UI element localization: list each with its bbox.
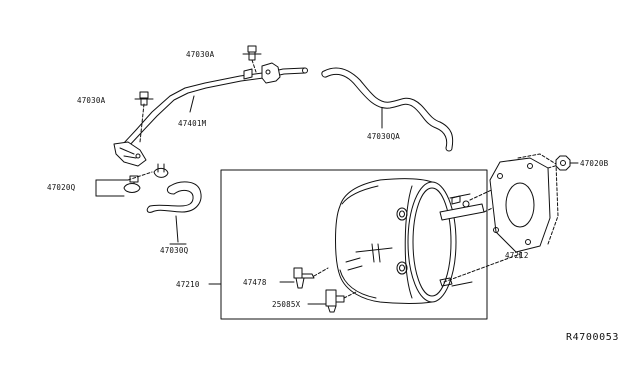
booster-drawing	[335, 178, 521, 304]
label-hose-right: 47030QA	[367, 132, 401, 141]
reference-code: R4700053	[566, 332, 619, 343]
hose-lower-drawing	[146, 181, 202, 243]
tube-assembly-drawing	[113, 62, 308, 167]
label-nut: 47020B	[580, 159, 609, 168]
label-tube-assembly: 47401M	[178, 119, 207, 128]
label-valve: 47478	[243, 278, 267, 287]
booster-frame	[208, 169, 488, 320]
clips-drawing	[95, 163, 169, 197]
valve-drawing	[279, 267, 329, 289]
label-sensor: 25085X	[272, 300, 301, 309]
sensor-drawing	[307, 289, 357, 313]
bolt-upper-drawing	[242, 45, 262, 73]
label-gasket: 47212	[505, 251, 529, 260]
hose-right-drawing	[321, 67, 454, 152]
label-booster: 47210	[176, 280, 200, 289]
bolt-left-drawing	[134, 91, 154, 106]
label-bolt-upper: 47030A	[186, 50, 215, 59]
nut-drawing	[555, 155, 579, 171]
label-bolt-left: 47030A	[77, 96, 106, 105]
gasket-drawing	[489, 153, 563, 259]
label-hose-lower: 47030Q	[160, 246, 189, 255]
label-clips: 47020Q	[47, 183, 76, 192]
